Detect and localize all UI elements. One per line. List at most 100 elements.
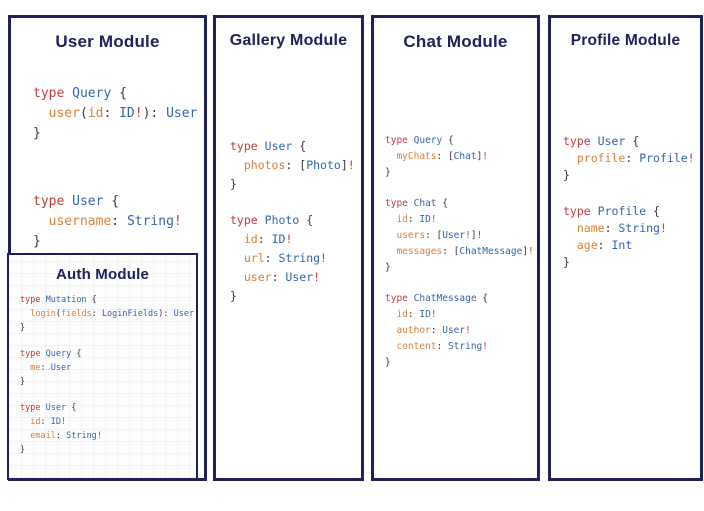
code-token: ]: [522, 246, 529, 257]
code-line: type Chat {: [385, 196, 534, 212]
code-line: }: [385, 355, 488, 371]
code-token: :: [55, 431, 67, 441]
gallery-module-title: Gallery Module: [229, 32, 348, 49]
code-token: type: [385, 198, 408, 209]
code-token: profile: [576, 151, 626, 165]
code-token: type: [33, 86, 65, 101]
code-token: String: [447, 341, 483, 352]
code-line: }: [33, 232, 182, 252]
code-token: :: [436, 341, 448, 352]
code-token: {: [66, 403, 77, 413]
auth-module-title: Auth Module: [55, 266, 149, 283]
code-token: :: [111, 214, 127, 229]
code-line: type Mutation {: [20, 293, 194, 307]
code-token: {: [86, 295, 97, 305]
code-token: !: [687, 151, 695, 165]
gallery-module-code-photo-type: type Photo { id: ID! url: String! user: …: [230, 211, 327, 306]
code-token: !: [482, 341, 489, 352]
code-token: :: [597, 238, 612, 252]
code-token: id: [396, 214, 408, 225]
code-line: type User {: [230, 137, 355, 156]
code-line: photos: [Photo]!: [230, 156, 355, 175]
profile-module-code-user-type: type User { profile: Profile!}: [563, 133, 695, 184]
code-token: Photo: [306, 158, 341, 172]
chat-module-code-chat-type: type Chat { id: ID! users: [User!]! mess…: [385, 196, 534, 276]
code-token: !: [476, 230, 483, 241]
code-line: myChats: [Chat]!: [385, 149, 488, 165]
chat-module-code-chatmessage-type: type ChatMessage { id: ID! author: User!…: [385, 291, 488, 371]
code-token: }: [563, 255, 570, 269]
code-token: !: [285, 232, 293, 246]
user-module-code-query: type Query { user(id: ID!): User}: [33, 84, 197, 144]
code-token: Photo: [264, 213, 300, 227]
code-token: id: [30, 417, 41, 427]
code-token: {: [436, 198, 448, 209]
code-line: type Query {: [33, 84, 197, 104]
auth-module-code-mutation: type Mutation { login(fields: LoginField…: [20, 293, 194, 335]
code-line: type User {: [20, 401, 102, 415]
code-token: [64, 194, 72, 209]
code-token: [258, 213, 265, 227]
code-token: type: [20, 403, 41, 413]
code-token: content: [396, 341, 437, 352]
code-token: !: [659, 221, 667, 235]
code-token: type: [563, 204, 591, 218]
code-token: :: [407, 309, 420, 320]
code-token: !: [61, 417, 67, 427]
auth-module-code-user-type: type User { id: ID! email: String!}: [20, 401, 102, 457]
code-token: type: [230, 139, 258, 153]
code-token: [230, 158, 244, 172]
code-token: [385, 341, 396, 352]
code-token: :: [40, 417, 51, 427]
code-token: User: [442, 230, 466, 241]
code-token: }: [563, 168, 570, 182]
code-token: {: [71, 349, 82, 359]
code-line: }: [385, 165, 488, 181]
code-token: username: [48, 214, 112, 229]
code-line: user(id: ID!): User: [33, 104, 198, 124]
code-token: ChatMessage: [413, 293, 477, 304]
code-line: author: User!: [385, 323, 488, 339]
code-token: !: [430, 309, 437, 320]
auth-module-code-query: type Query { me: User}: [20, 347, 81, 389]
code-token: ):: [142, 106, 167, 121]
code-token: }: [20, 323, 26, 333]
code-line: type ChatMessage {: [385, 291, 488, 307]
code-line: type User {: [563, 133, 695, 150]
code-token: messages: [396, 246, 443, 257]
code-token: !: [96, 431, 102, 441]
code-token: [20, 309, 30, 319]
code-token: type: [385, 135, 408, 146]
code-token: }: [33, 234, 41, 249]
code-token: url: [243, 251, 265, 265]
code-token: }: [20, 377, 26, 387]
code-token: photos: [243, 158, 286, 172]
code-token: !: [482, 151, 489, 162]
code-line: type Query {: [20, 347, 81, 361]
chat-module-code-query: type Query { myChats: [Chat]!}: [385, 133, 488, 181]
code-token: String: [126, 214, 174, 229]
chat-module-title: Chat Module: [403, 32, 508, 51]
code-token: !: [465, 230, 471, 241]
code-token: ]: [476, 151, 483, 162]
code-token: User: [45, 403, 67, 413]
code-line: messages: [ChatMessage]!: [385, 244, 533, 260]
code-token: String: [278, 251, 321, 265]
code-line: type Profile {: [563, 203, 667, 220]
code-token: [385, 151, 396, 162]
code-token: type: [563, 134, 591, 148]
code-token: User: [173, 309, 195, 319]
user-module-title: User Module: [55, 32, 160, 51]
user-module-code-user-type: type User { username: String!}: [33, 192, 182, 252]
code-line: name: String!: [563, 220, 667, 237]
code-token: :: [40, 363, 51, 373]
chat-module-card: Chat Module type Query { myChats: [Chat]…: [371, 15, 540, 481]
code-line: }: [385, 260, 534, 276]
code-token: : [: [285, 158, 307, 172]
code-token: {: [646, 204, 660, 218]
code-token: [591, 204, 598, 218]
code-line: id: ID!: [385, 212, 534, 228]
code-line: username: String!: [33, 212, 182, 232]
code-token: User: [264, 139, 293, 153]
code-line: }: [230, 287, 327, 306]
